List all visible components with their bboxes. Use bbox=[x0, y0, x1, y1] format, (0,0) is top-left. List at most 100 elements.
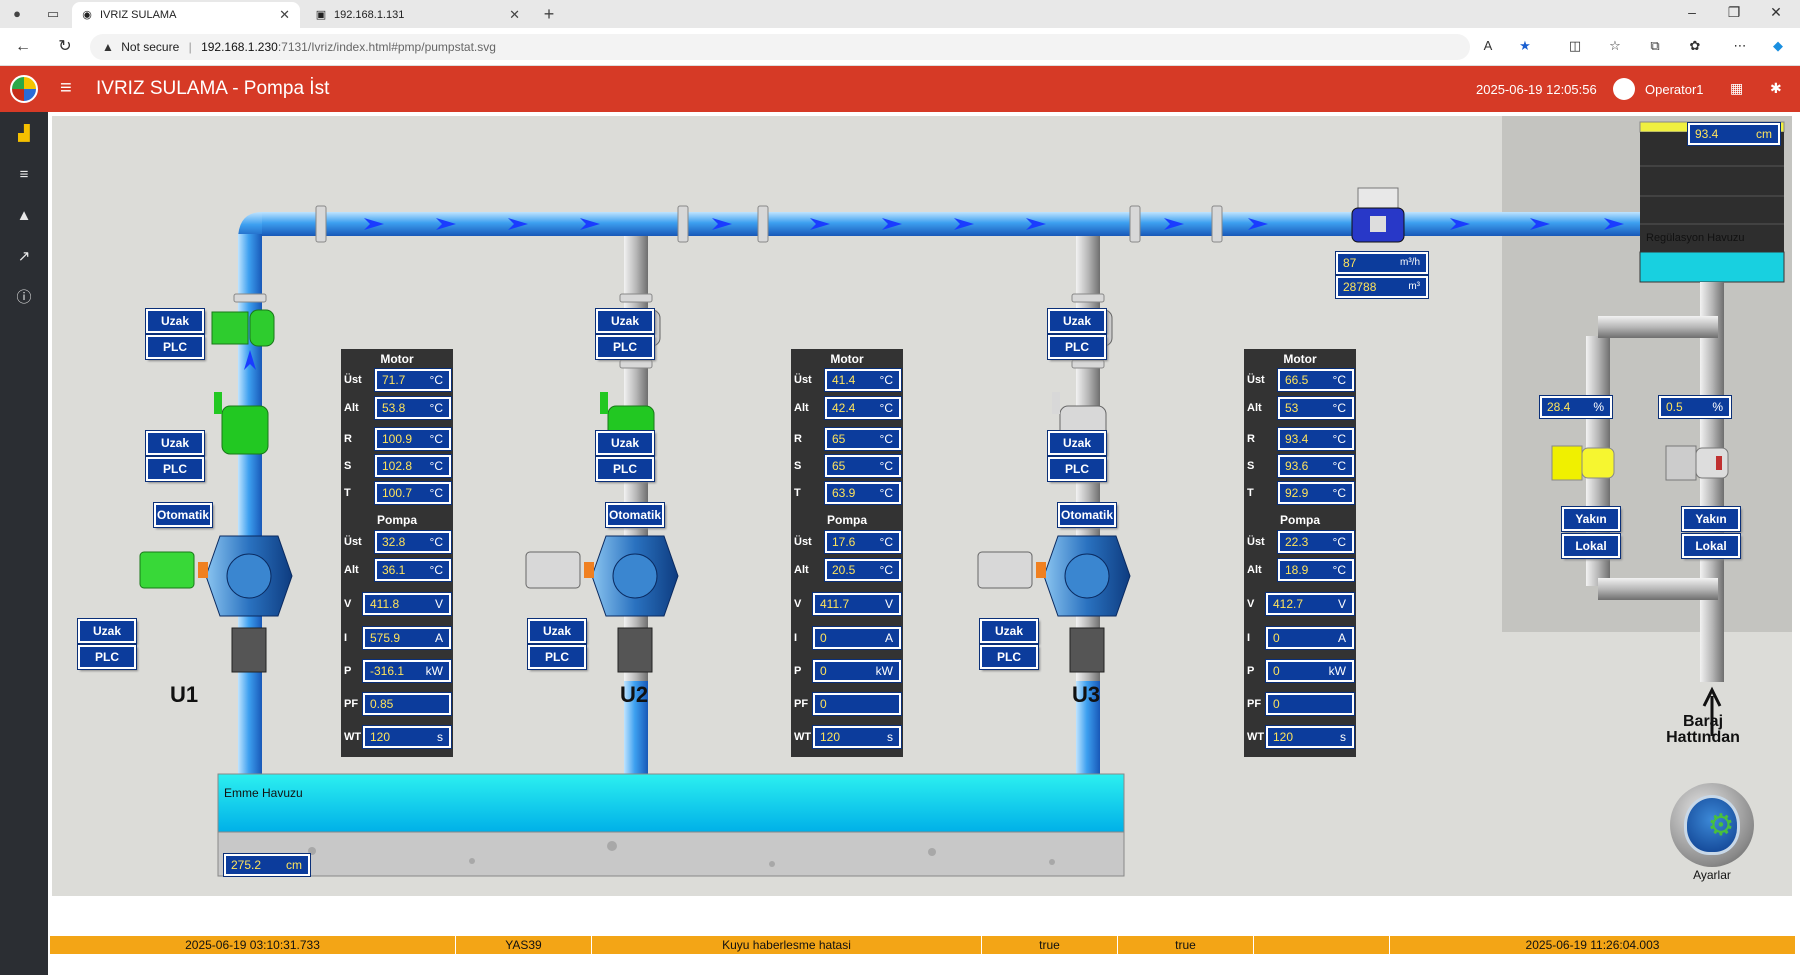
settings-button[interactable]: ⚙ bbox=[1670, 783, 1754, 867]
flow-meter bbox=[1351, 187, 1405, 243]
more-icon[interactable]: ⋯ bbox=[1733, 38, 1747, 53]
u3-suction-valve bbox=[1069, 627, 1105, 673]
label-t: T bbox=[794, 487, 801, 499]
u2-motor-uzak-button[interactable]: Uzak bbox=[528, 619, 586, 643]
collections-icon[interactable]: ⧉ bbox=[1650, 38, 1660, 53]
u2-pompa-alt-value: 20.5°C bbox=[825, 559, 901, 581]
u1-motor-plc-button[interactable]: PLC bbox=[78, 645, 136, 669]
tab-actions-icon[interactable]: ▭ bbox=[46, 6, 60, 21]
close-tab-icon[interactable]: ✕ bbox=[279, 7, 290, 22]
u2-valve-uzak-button[interactable]: Uzak bbox=[596, 309, 654, 333]
close-window-icon[interactable]: ✕ bbox=[1770, 4, 1782, 20]
back-icon[interactable]: ← bbox=[15, 38, 31, 55]
u1-pf-value: 0.85 bbox=[363, 693, 451, 715]
avatar[interactable] bbox=[1613, 78, 1635, 100]
label-pf: PF bbox=[344, 698, 359, 710]
sidebar-item-info[interactable]: ⓘ bbox=[14, 288, 34, 308]
page-title: IVRIZ SULAMA - Pompa İst bbox=[96, 78, 330, 99]
u2-s-value: 65°C bbox=[825, 455, 901, 477]
u2-discharge-uzak-button[interactable]: Uzak bbox=[596, 431, 654, 455]
grid-icon[interactable]: ▦ bbox=[1730, 80, 1744, 96]
u1-valve-uzak-button[interactable]: Uzak bbox=[146, 309, 204, 333]
valve1-lokal-button[interactable]: Lokal bbox=[1562, 534, 1620, 558]
u1-discharge-uzak-button[interactable]: Uzak bbox=[146, 431, 204, 455]
valve2-lokal-button[interactable]: Lokal bbox=[1682, 534, 1740, 558]
user-name[interactable]: Operator1 bbox=[1645, 82, 1704, 97]
inlet-arrow-icon bbox=[1702, 686, 1722, 736]
sidebar-item-alarms[interactable]: ▲ bbox=[14, 206, 34, 226]
read-aloud-icon[interactable]: A bbox=[1483, 38, 1493, 53]
u3-otomatik-button[interactable]: Otomatik bbox=[1058, 503, 1116, 527]
browser-tab-ivriz[interactable]: ◉ IVRIZ SULAMA ✕ bbox=[72, 2, 300, 28]
alarm-status-bar[interactable]: 2025-06-19 03:10:31.733 YAS39 Kuyu haber… bbox=[50, 936, 1795, 954]
restore-icon[interactable]: ❐ bbox=[1727, 4, 1741, 20]
u2-suction-valve bbox=[617, 627, 653, 673]
regulation-tank bbox=[1639, 121, 1785, 283]
sidebar-item-factory[interactable]: ▟ bbox=[14, 124, 34, 144]
valve1-yakin-button[interactable]: Yakın bbox=[1562, 507, 1620, 531]
valve2-yakin-button[interactable]: Yakın bbox=[1682, 507, 1740, 531]
sidebar-item-list[interactable]: ≡ bbox=[14, 165, 34, 185]
sidebar: ▟ ≡ ▲ ↗ ⓘ bbox=[0, 112, 48, 975]
u3-motor-uzak-button[interactable]: Uzak bbox=[980, 619, 1038, 643]
label-ust: Üst bbox=[344, 374, 362, 386]
u3-motor-plc-button[interactable]: PLC bbox=[980, 645, 1038, 669]
factory-icon: ▟ bbox=[18, 125, 30, 142]
u2-pump bbox=[591, 535, 679, 617]
label-ust: Üst bbox=[1247, 374, 1265, 386]
favorite-star-icon[interactable]: ★ bbox=[1519, 38, 1531, 53]
label-t: T bbox=[1247, 487, 1254, 499]
sidebar-item-trends[interactable]: ↗ bbox=[14, 247, 34, 267]
label-i: I bbox=[794, 632, 798, 644]
label-pf: PF bbox=[794, 698, 809, 710]
url-field[interactable]: ▲ Not secure | 192.168.1.230:7131/Ivriz/… bbox=[90, 34, 1470, 60]
minimize-icon[interactable]: – bbox=[1688, 4, 1696, 20]
favorites-icon[interactable]: ☆ bbox=[1609, 38, 1621, 53]
new-tab-icon[interactable]: + bbox=[543, 4, 555, 24]
label-alt: Alt bbox=[1247, 564, 1262, 576]
u3-discharge-plc-button[interactable]: PLC bbox=[1048, 457, 1106, 481]
motor-heading: Motor bbox=[1283, 352, 1317, 366]
profile-icon[interactable]: ● bbox=[13, 6, 21, 21]
gear-icon: ⚙ bbox=[1707, 809, 1735, 842]
u2-discharge-plc-button[interactable]: PLC bbox=[596, 457, 654, 481]
info-icon: ⓘ bbox=[16, 289, 32, 306]
label-alt: Alt bbox=[794, 402, 809, 414]
label-t: T bbox=[344, 487, 351, 499]
label-v: V bbox=[794, 598, 802, 610]
u2-motor-plc-button[interactable]: PLC bbox=[528, 645, 586, 669]
label-pf: PF bbox=[1247, 698, 1262, 710]
browser-tab-ip[interactable]: ▣ 192.168.1.131 ✕ bbox=[306, 2, 530, 28]
hamburger-menu-icon[interactable]: ≡ bbox=[60, 77, 72, 99]
shield-icon bbox=[1684, 795, 1740, 855]
u1-otomatik-button[interactable]: Otomatik bbox=[154, 503, 212, 527]
u3-t-value: 92.9°C bbox=[1278, 482, 1354, 504]
u1-discharge-plc-button[interactable]: PLC bbox=[146, 457, 204, 481]
split-screen-icon[interactable]: ◫ bbox=[1568, 38, 1582, 53]
u1-pompa-alt-value: 36.1°C bbox=[375, 559, 451, 581]
label-ust: Üst bbox=[794, 374, 812, 386]
u3-discharge-uzak-button[interactable]: Uzak bbox=[1048, 431, 1106, 455]
u3-valve-uzak-button[interactable]: Uzak bbox=[1048, 309, 1106, 333]
reload-icon[interactable]: ↻ bbox=[58, 38, 72, 55]
u2-otomatik-button[interactable]: Otomatik bbox=[606, 503, 664, 527]
u3-valve-plc-button[interactable]: PLC bbox=[1048, 335, 1106, 359]
u1-valve-plc-button[interactable]: PLC bbox=[146, 335, 204, 359]
label-wt: WT bbox=[794, 731, 812, 743]
suction-pool-label: Emme Havuzu bbox=[224, 786, 303, 800]
gear-icon[interactable]: ✱ bbox=[1770, 80, 1782, 96]
extensions-icon[interactable]: ✿ bbox=[1689, 38, 1701, 53]
u1-motor-uzak-button[interactable]: Uzak bbox=[78, 619, 136, 643]
u2-valve-plc-button[interactable]: PLC bbox=[596, 335, 654, 359]
label-alt: Alt bbox=[344, 564, 359, 576]
address-bar: ← ↻ ▲ Not secure | 192.168.1.230:7131/Iv… bbox=[0, 28, 1800, 66]
copilot-icon[interactable]: ◆ bbox=[1773, 38, 1783, 53]
label-r: R bbox=[1247, 433, 1255, 445]
close-tab-icon[interactable]: ✕ bbox=[509, 7, 520, 22]
